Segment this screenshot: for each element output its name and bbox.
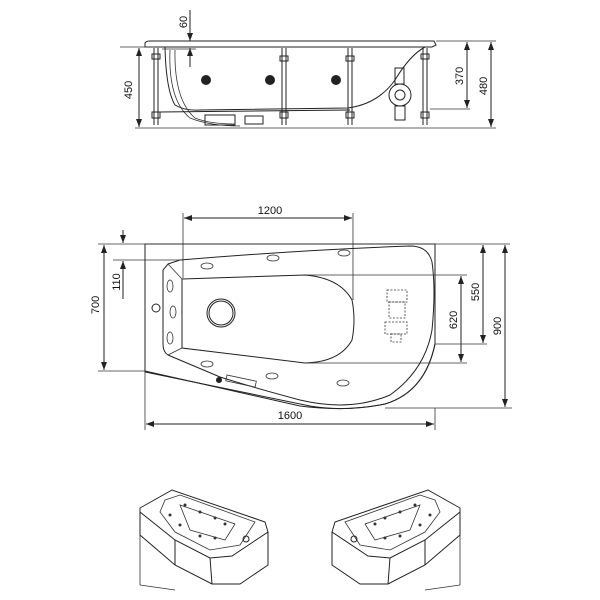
dim-110: 110 [111, 273, 123, 291]
dim-370: 370 [454, 67, 466, 85]
jet-nozzles [201, 75, 341, 85]
overflow-icon [151, 303, 161, 313]
tub-rim [144, 40, 437, 48]
handle-icon [225, 374, 257, 388]
dim-1600: 1600 [278, 410, 302, 422]
tub-bowl [181, 274, 355, 364]
plan-view: 1200 110 700 620 550 900 1600 [90, 205, 512, 430]
pump-outline [384, 289, 408, 343]
pump-motor-icon [388, 67, 412, 121]
tub-outline [144, 243, 436, 410]
dim-550: 550 [470, 283, 482, 301]
control-button-icon [216, 377, 222, 383]
support-legs [151, 48, 430, 125]
dim-450: 450 [123, 81, 135, 99]
dim-480: 480 [478, 77, 490, 95]
perspective-view-left [139, 489, 269, 591]
drain-assembly [204, 114, 236, 126]
tub-rim-inner [162, 245, 435, 406]
dim-620: 620 [448, 311, 460, 329]
dim-1200: 1200 [258, 205, 282, 217]
dim-60: 60 [178, 16, 190, 28]
dim-900: 900 [492, 317, 504, 335]
tub-front-edge [144, 343, 436, 410]
perspective-view-right [331, 489, 461, 591]
side-view: 450 60 370 480 [120, 10, 496, 129]
dim-700: 700 [90, 296, 102, 314]
jet-nozzles-plan [166, 249, 351, 387]
drain-icon [206, 298, 236, 328]
